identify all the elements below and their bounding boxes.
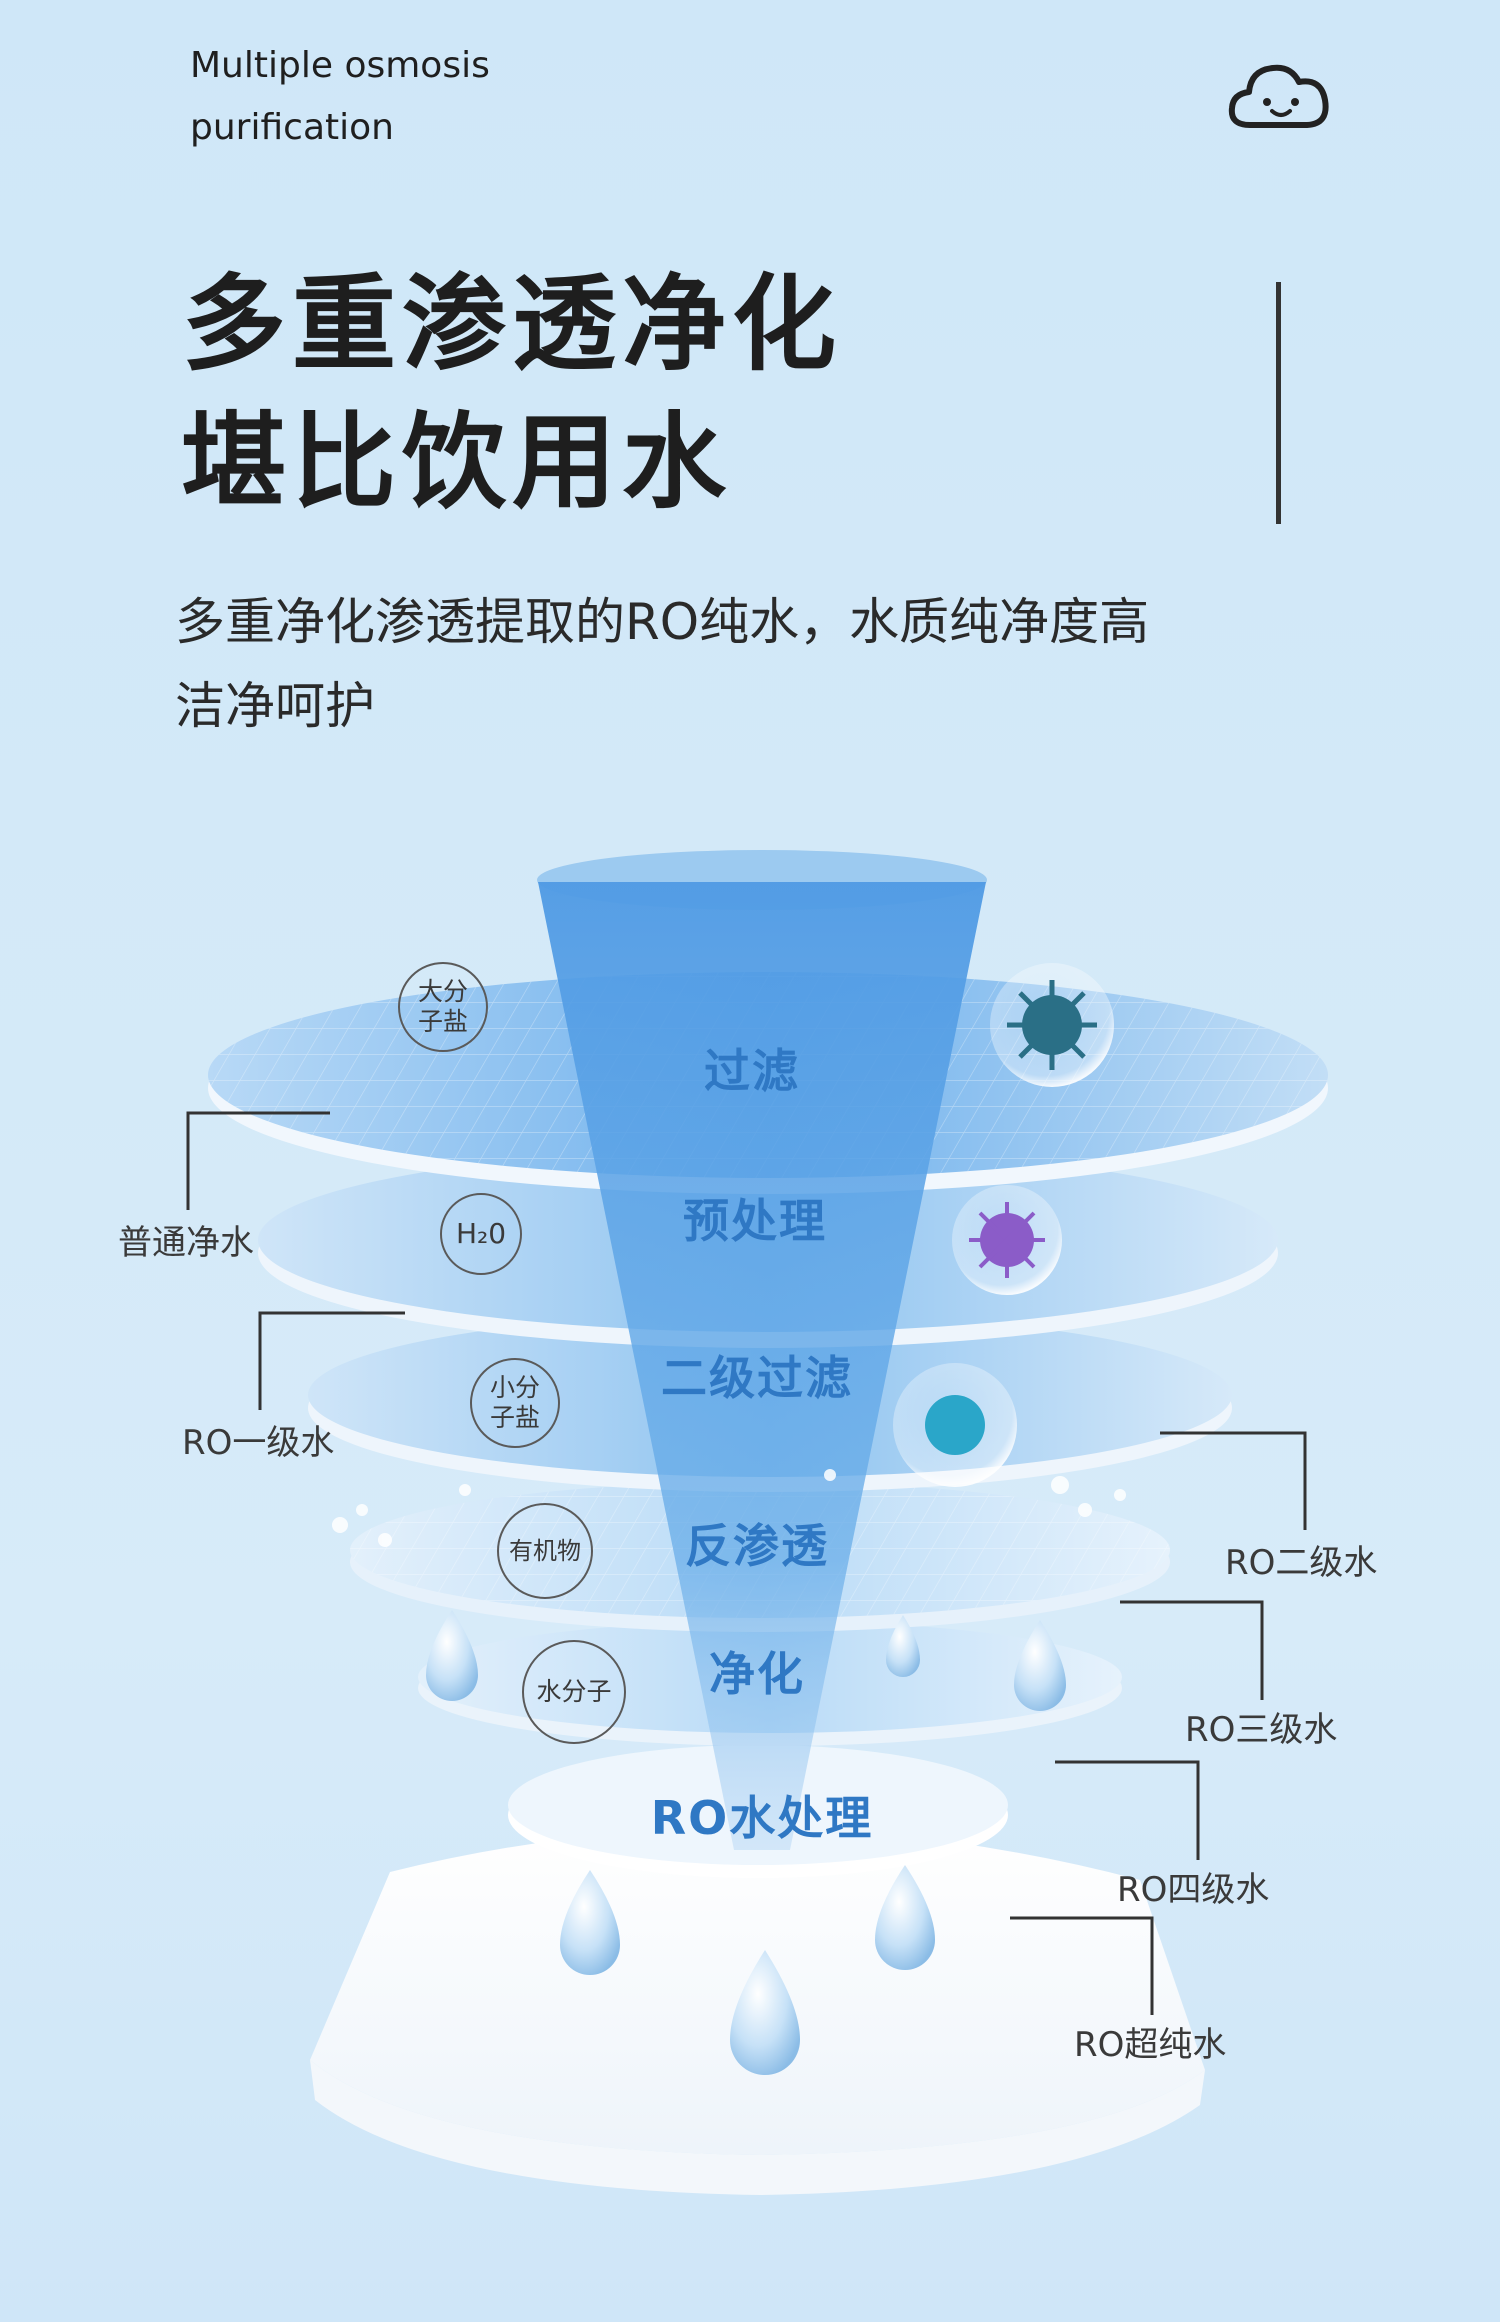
title-divider (1276, 282, 1281, 524)
side-label-ro-level3: RO三级水 (1185, 1710, 1338, 1750)
main-title-line1: 多重渗透净化 (182, 263, 843, 385)
main-title-line2: 堪比饮用水 (182, 401, 733, 523)
germ-icon (893, 1363, 1017, 1487)
main-title: 多重渗透净化 堪比饮用水 (182, 255, 842, 531)
english-title: Multiple osmosis purification (190, 45, 490, 148)
side-label-ro-level4: RO四级水 (1117, 1870, 1270, 1910)
molecule-large-salt: 大分 子盐 (398, 962, 488, 1052)
description-line2: 洁净呵护 (175, 677, 375, 735)
layer-label-ro-treatment: RO水处理 (650, 1791, 874, 1845)
molecule-organic: 有机物 (497, 1503, 593, 1599)
layer-label-secondary-filter: 二级过滤 (661, 1351, 853, 1405)
molecule-h2o: H₂0 (440, 1193, 522, 1275)
layer-label-purify: 净化 (709, 1647, 805, 1701)
side-label-ro-level1: RO一级水 (182, 1423, 335, 1463)
description-line1: 多重净化渗透提取的RO纯水，水质纯净度高 (175, 593, 1150, 651)
cloud-smile-icon (1228, 64, 1329, 128)
side-label-normal-water: 普通净水 (118, 1223, 254, 1263)
water-drops (426, 1610, 1066, 2075)
filtration-diagram: 大分 子盐 H₂0 小分 子盐 有机物 水分子 过滤 预处理 二级过滤 反渗透 … (0, 820, 1500, 2322)
description: 多重净化渗透提取的RO纯水，水质纯净度高 洁净呵护 (175, 580, 1245, 748)
layer-label-pretreat: 预处理 (683, 1194, 827, 1248)
side-label-ro-ultrapure: RO超纯水 (1074, 2025, 1227, 2065)
layer-label-filter: 过滤 (704, 1044, 800, 1098)
bacteria-icon (952, 1185, 1062, 1295)
layer-label-reverse-osmosis: 反渗透 (685, 1519, 829, 1573)
molecule-small-salt: 小分 子盐 (470, 1358, 560, 1448)
molecule-water: 水分子 (522, 1640, 626, 1744)
virus-icon (990, 963, 1114, 1087)
side-label-ro-level2: RO二级水 (1225, 1543, 1378, 1583)
